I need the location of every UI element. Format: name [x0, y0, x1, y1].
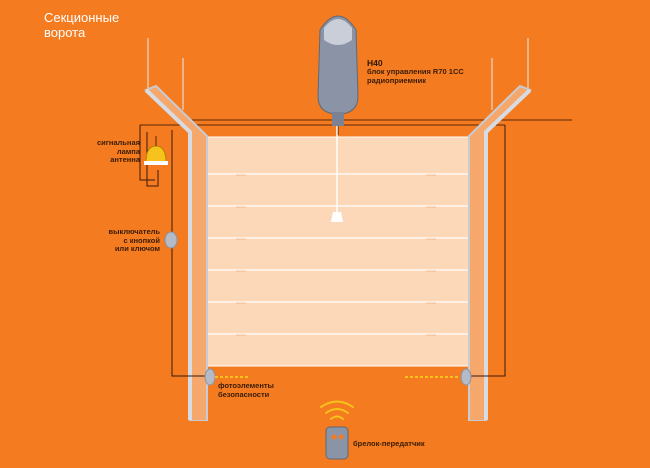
drive-model: H40	[367, 58, 383, 68]
diagram-title: Секционные ворота	[44, 10, 119, 40]
drive-desc-line-1: блок управления R70 1СС	[367, 67, 464, 76]
door-hinge-marks	[236, 174, 436, 336]
photocells-label-line-1: фотоэлементы	[218, 381, 274, 390]
photocell-left-icon	[204, 368, 216, 386]
switch-label: выключатель с кнопкой или ключом	[100, 227, 161, 254]
photocells-label-line-2: безопасности	[218, 389, 270, 399]
wiring	[139, 120, 506, 377]
photocells-label: фотоэлементы безопасности	[218, 381, 274, 399]
right-leg	[470, 366, 484, 420]
remote-transmitter-icon	[325, 426, 349, 460]
right-frame-edge	[484, 88, 532, 420]
lamp-label: сигнальная лампа антенна	[84, 138, 140, 165]
switch-label-line-2: с кнопкой	[123, 235, 161, 245]
drive-unit	[317, 15, 359, 126]
signal-lamp-icon	[144, 136, 168, 165]
left-leg	[192, 366, 206, 420]
lamp-label-line-2: лампа	[116, 146, 140, 156]
lamp-label-line-1: сигнальная	[96, 138, 140, 147]
title-line-2: ворота	[44, 25, 86, 40]
switch-label-line-3: или ключом	[114, 244, 160, 253]
radio-waves-icon	[320, 400, 354, 420]
remote-label: брелок-передатчик	[353, 439, 425, 448]
photocell-right-icon	[460, 368, 472, 386]
drive-desc-line-2: радиоприемник	[367, 75, 426, 85]
release-handle	[331, 212, 343, 222]
door-section-lines	[206, 173, 470, 335]
lamp-label-line-3: антенна	[110, 155, 140, 164]
left-frame-edge	[144, 88, 192, 420]
switch-label-line-1: выключатель	[108, 227, 161, 236]
key-switch-icon	[164, 231, 178, 249]
drive-label: H40 блок управления R70 1СС радиоприемни…	[367, 58, 464, 85]
title-line-1: Секционные	[44, 10, 120, 25]
